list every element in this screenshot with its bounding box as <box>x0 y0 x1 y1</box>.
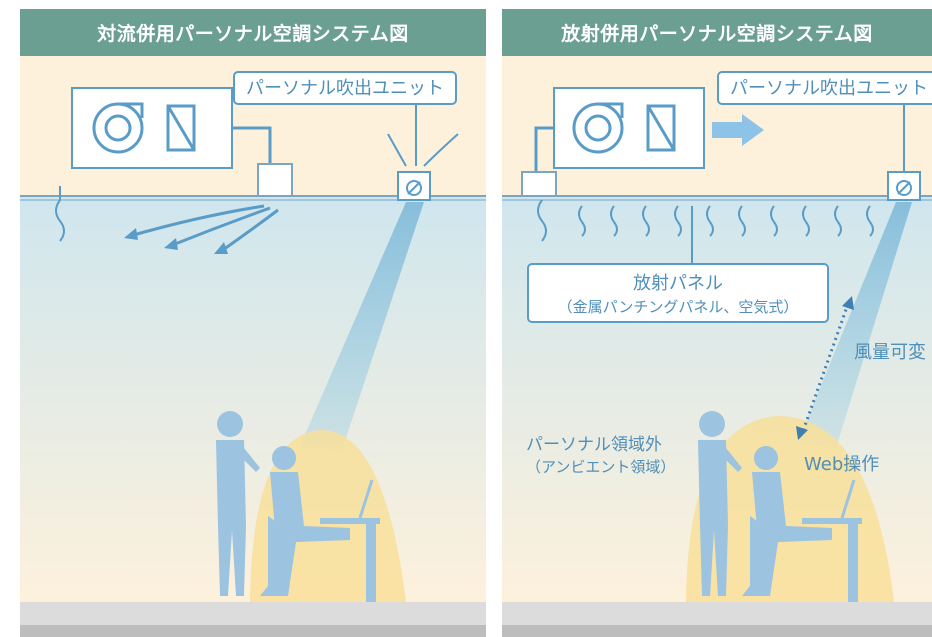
room-space <box>20 196 486 602</box>
intake-arrows <box>387 104 459 167</box>
arrow-icon <box>712 114 764 146</box>
arrow-icon <box>842 296 854 310</box>
ambient-sub: （アンビエント領域） <box>526 458 675 476</box>
radiant-diagram: 放射パネル （金属パンチングパネル、空気式） パーソナル吹出ユニット 風量可変 … <box>502 56 932 637</box>
filter-icon <box>166 104 196 152</box>
desk <box>802 518 862 602</box>
fan-icon <box>92 102 144 154</box>
return-air <box>55 199 65 242</box>
floor <box>502 602 932 625</box>
airflow-control-arrow <box>800 303 850 435</box>
person-icon <box>742 446 832 596</box>
unit-callout: パーソナル吹出ユニット <box>233 71 457 105</box>
radiant-waves <box>537 199 874 242</box>
floor-edge <box>20 625 486 637</box>
convection-system-panel: 対流併用パーソナル空調システム図 <box>20 0 486 637</box>
unit-callout: パーソナル吹出ユニット <box>717 71 932 105</box>
convection-diagram: パーソナル吹出ユニット <box>20 56 486 637</box>
radiant-panel-callout: 放射パネル （金属パンチングパネル、空気式） <box>527 263 829 323</box>
personal-outlet-unit <box>397 171 431 201</box>
filter-icon <box>646 104 676 152</box>
ceiling-diffuser <box>257 163 293 197</box>
arrow-icon <box>124 228 228 254</box>
unit-label: パーソナル吹出ユニット <box>246 78 444 99</box>
floor-edge <box>502 625 932 637</box>
airflow-label: 風量可変 <box>854 342 926 363</box>
arrow-icon <box>796 426 808 440</box>
air-handling-unit <box>553 87 705 169</box>
panel-title: 対流併用パーソナル空調システム図 <box>20 9 486 56</box>
laptop-icon <box>358 479 374 519</box>
unit-label: パーソナル吹出ユニット <box>730 78 928 99</box>
supply-duct <box>232 126 272 166</box>
radiant-system-panel: 放射併用パーソナル空調システム図 <box>502 0 932 637</box>
ambient-label: パーソナル領域外 <box>526 435 662 455</box>
personal-airflow-beam <box>300 202 424 450</box>
person-icon <box>260 446 350 596</box>
air-handling-unit <box>71 87 233 169</box>
radiant-panel-label: 放射パネル <box>633 273 723 294</box>
floor <box>20 602 486 625</box>
personal-outlet-unit <box>887 171 921 201</box>
person-icon <box>698 411 742 596</box>
radiant-panel-sub: （金属パンチングパネル、空気式） <box>558 298 799 316</box>
desk <box>320 518 380 602</box>
supply-duct <box>534 126 554 176</box>
personal-zone <box>686 416 894 602</box>
laptop-icon <box>840 479 856 519</box>
plenum-outlet <box>521 171 557 197</box>
fan-icon <box>572 102 624 154</box>
personal-airflow-beam <box>798 202 912 448</box>
web-label: Web操作 <box>804 454 879 475</box>
panel-title: 放射併用パーソナル空調システム図 <box>502 9 932 56</box>
person-icon <box>216 411 260 596</box>
